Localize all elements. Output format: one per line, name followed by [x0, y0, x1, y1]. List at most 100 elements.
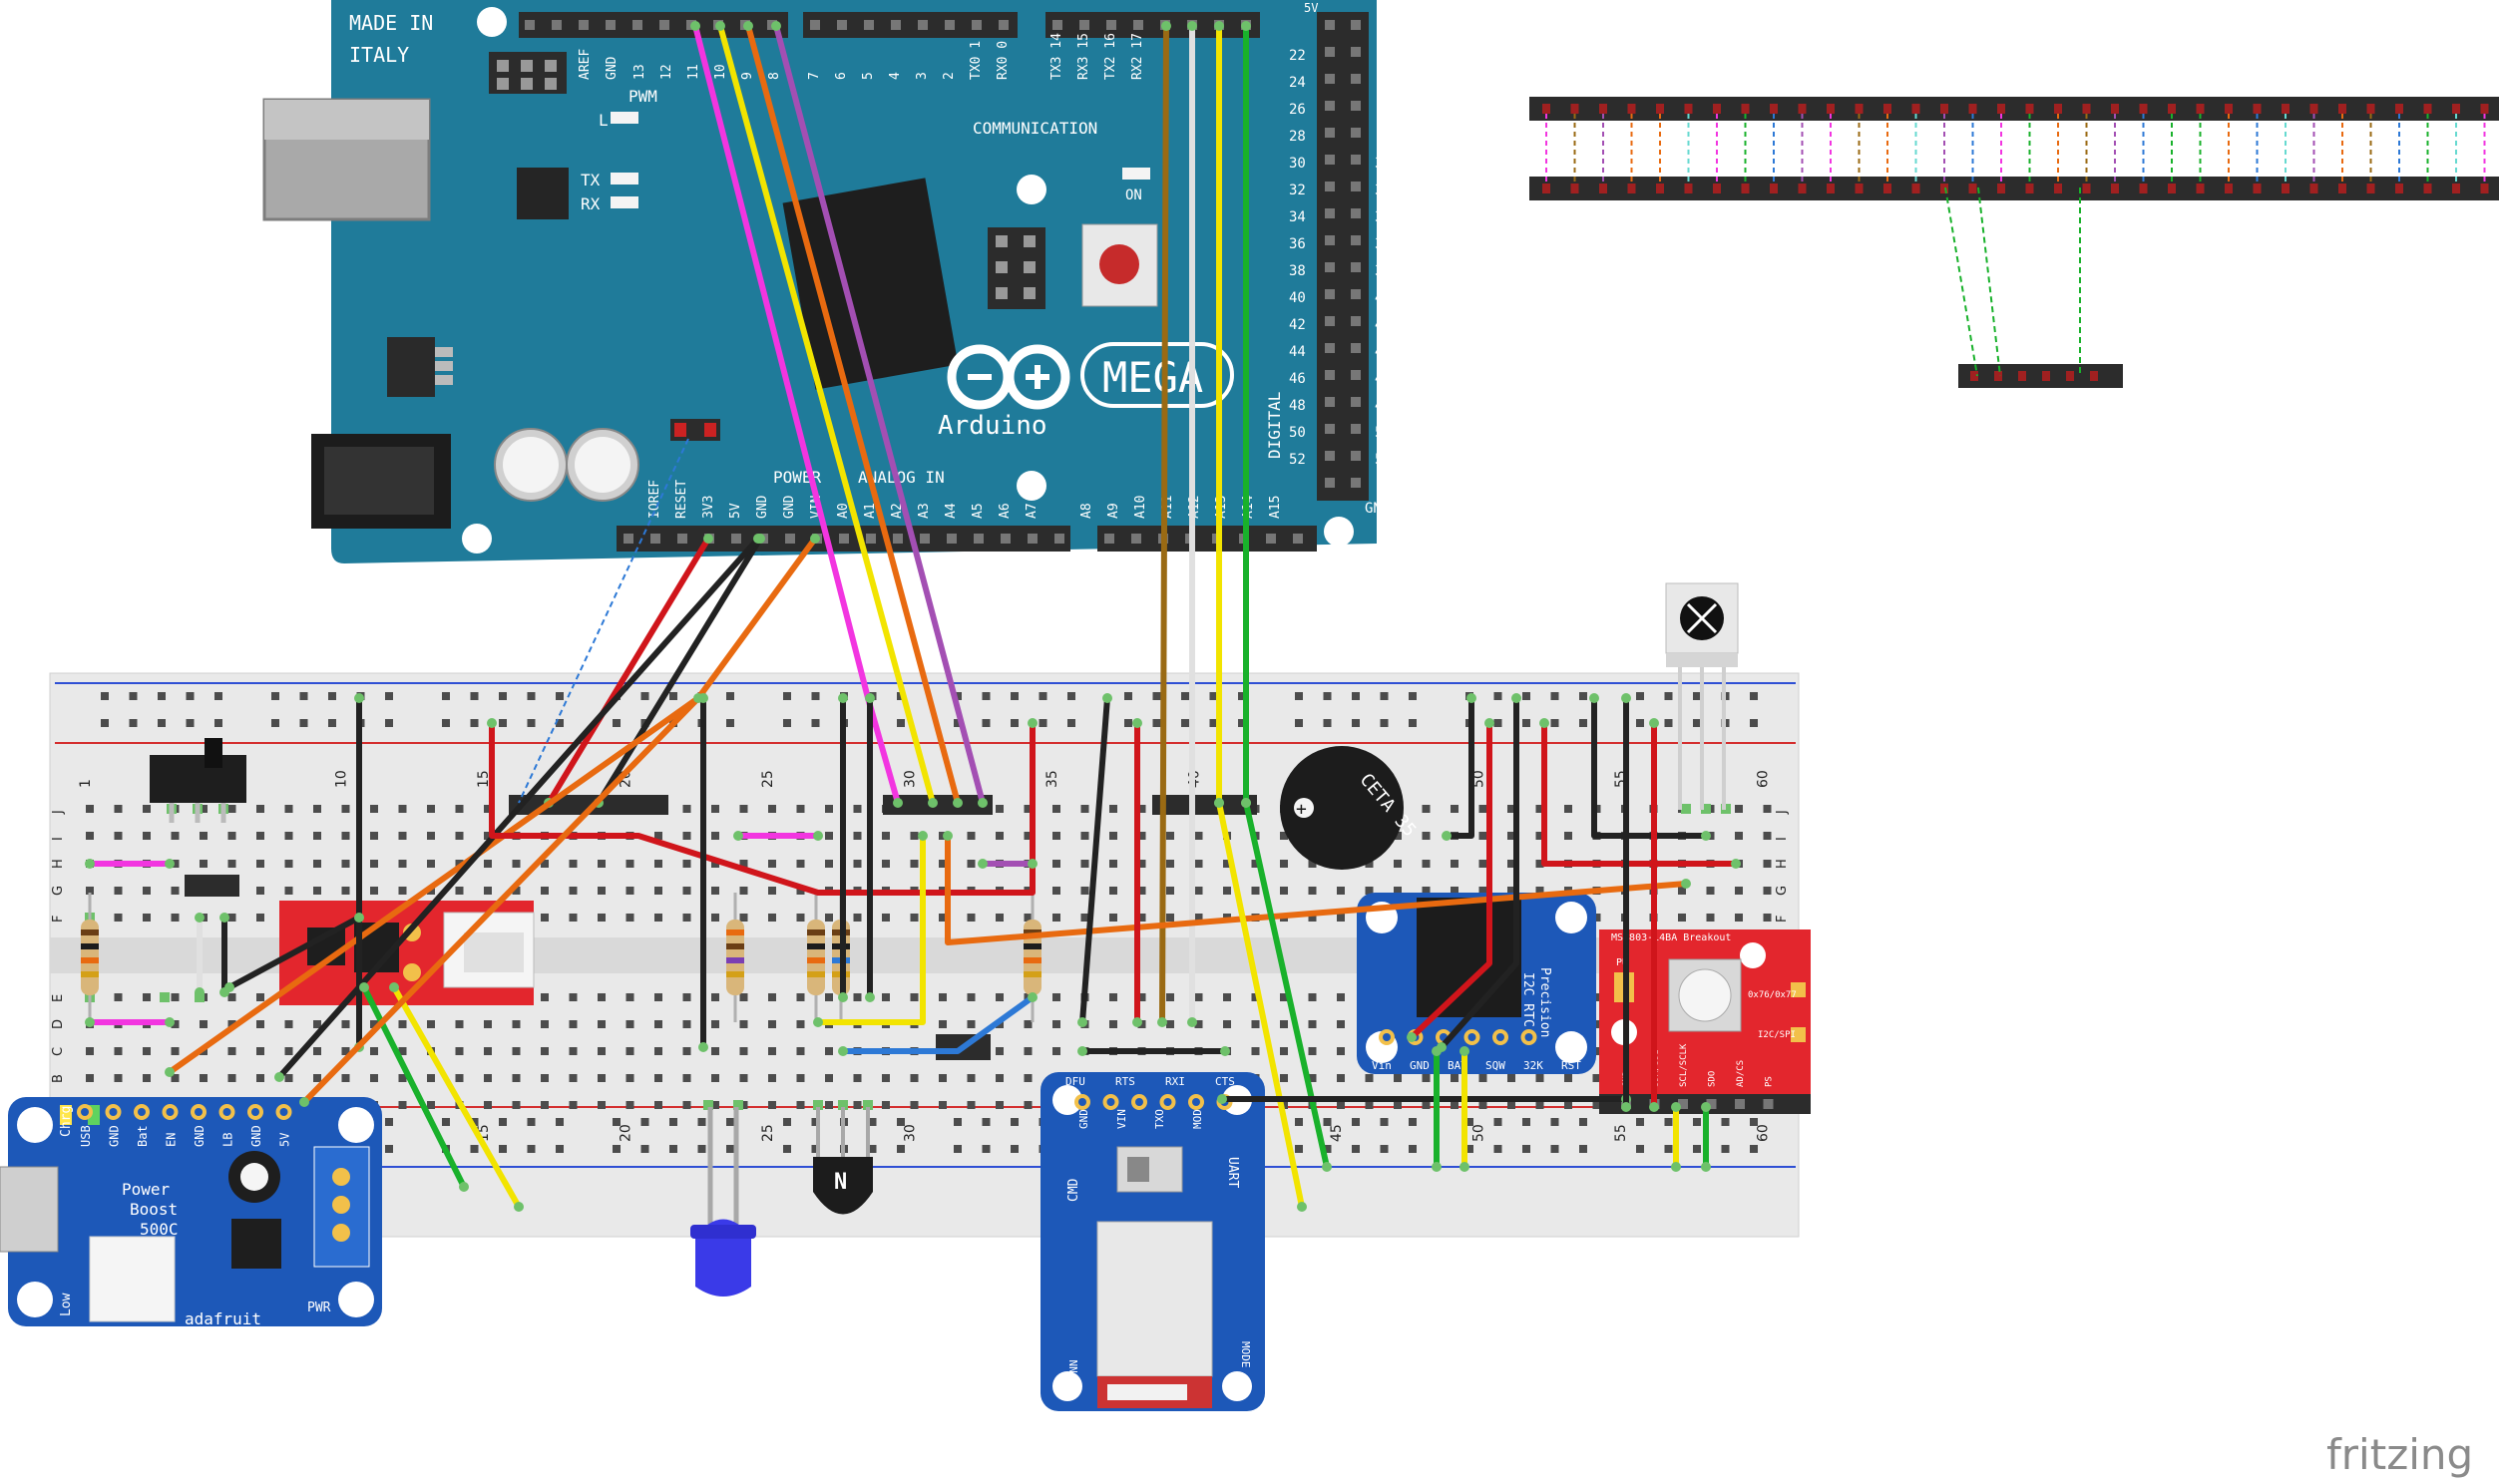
breadboard-hole[interactable]: [1137, 993, 1146, 1001]
breadboard-hole[interactable]: [1251, 1047, 1260, 1055]
breadboard-hole[interactable]: [398, 805, 407, 813]
rail-hole[interactable]: [897, 1118, 905, 1126]
slide-switch[interactable]: [150, 738, 246, 823]
breadboard-hole[interactable]: [625, 1101, 634, 1109]
breadboard-hole[interactable]: [1052, 832, 1060, 840]
icsp-pin[interactable]: [996, 287, 1008, 299]
breadboard-hole[interactable]: [200, 1074, 208, 1082]
breadboard-hole[interactable]: [284, 860, 293, 868]
rail-hole[interactable]: [1579, 692, 1587, 700]
rail-hole[interactable]: [470, 1145, 479, 1153]
breadboard-hole[interactable]: [682, 993, 691, 1001]
breadboard-hole[interactable]: [143, 887, 151, 895]
breadboard-hole[interactable]: [768, 1074, 776, 1082]
header-pin[interactable]: [1325, 424, 1335, 434]
wire-green-to-bluefruit[interactable]: [1243, 800, 1330, 1170]
breadboard-hole[interactable]: [1706, 887, 1715, 895]
rail-hole[interactable]: [499, 719, 507, 727]
breadboard-hole[interactable]: [171, 887, 180, 895]
breadboard-hole[interactable]: [598, 887, 606, 895]
breadboard-hole[interactable]: [541, 860, 549, 868]
rail-hole[interactable]: [1152, 692, 1161, 700]
header-pin[interactable]: [606, 20, 616, 30]
breadboard-hole[interactable]: [341, 1047, 350, 1055]
breadboard-hole[interactable]: [569, 887, 578, 895]
breadboard-hole[interactable]: [484, 805, 492, 813]
breadboard-hole[interactable]: [1280, 1074, 1288, 1082]
rail-hole[interactable]: [697, 1118, 706, 1126]
breadboard-hole[interactable]: [682, 1047, 691, 1055]
breadboard-hole[interactable]: [1109, 805, 1117, 813]
header-pin[interactable]: [1079, 20, 1089, 30]
breadboard-hole[interactable]: [654, 887, 662, 895]
rail-hole[interactable]: [1579, 1118, 1587, 1126]
breadboard-hole[interactable]: [256, 1047, 264, 1055]
rail-hole[interactable]: [1493, 719, 1502, 727]
breadboard-hole[interactable]: [313, 1074, 321, 1082]
breadboard-hole[interactable]: [541, 1020, 549, 1028]
rail-hole[interactable]: [613, 1145, 621, 1153]
rail-hole[interactable]: [783, 719, 791, 727]
rail-hole[interactable]: [1209, 692, 1218, 700]
breadboard-hole[interactable]: [512, 1101, 521, 1109]
breadboard-hole[interactable]: [682, 887, 691, 895]
breadboard-hole[interactable]: [1052, 1020, 1060, 1028]
breadboard-hole[interactable]: [114, 1074, 123, 1082]
breadboard-hole[interactable]: [227, 832, 236, 840]
rail-hole[interactable]: [1011, 1145, 1019, 1153]
breadboard-hole[interactable]: [996, 1101, 1004, 1109]
breadboard-hole[interactable]: [256, 860, 264, 868]
breadboard-hole[interactable]: [512, 860, 521, 868]
breadboard-hole[interactable]: [398, 860, 407, 868]
header-pin[interactable]: [1351, 128, 1361, 138]
breadboard-hole[interactable]: [1763, 860, 1772, 868]
rail-hole[interactable]: [1067, 692, 1075, 700]
breadboard-hole[interactable]: [1422, 887, 1431, 895]
rail-hole[interactable]: [1721, 1118, 1730, 1126]
rail-hole[interactable]: [811, 1118, 820, 1126]
breadboard-hole[interactable]: [625, 914, 634, 922]
breadboard-hole[interactable]: [1535, 832, 1544, 840]
breadboard-hole[interactable]: [284, 832, 293, 840]
rail-hole[interactable]: [1380, 1118, 1389, 1126]
breadboard-hole[interactable]: [114, 993, 123, 1001]
breadboard-hole[interactable]: [853, 860, 862, 868]
wire-yellow-bb[interactable]: [815, 833, 926, 1025]
breadboard-hole[interactable]: [654, 1074, 662, 1082]
rail-hole[interactable]: [1693, 719, 1701, 727]
breadboard-hole[interactable]: [86, 887, 94, 895]
rail-hole[interactable]: [613, 1118, 621, 1126]
breadboard-hole[interactable]: [1735, 887, 1743, 895]
breadboard-hole[interactable]: [1024, 805, 1033, 813]
rail-hole[interactable]: [1238, 719, 1246, 727]
header-pin[interactable]: [1054, 534, 1064, 544]
wire-orange-pin9[interactable]: [745, 23, 961, 806]
rail-hole[interactable]: [1409, 692, 1417, 700]
breadboard-hole[interactable]: [1337, 887, 1345, 895]
rail-hole[interactable]: [1636, 692, 1644, 700]
breadboard-hole[interactable]: [1706, 914, 1715, 922]
breadboard-hole[interactable]: [427, 805, 435, 813]
breadboard-hole[interactable]: [682, 1074, 691, 1082]
breadboard-hole[interactable]: [682, 805, 691, 813]
header-pin[interactable]: [579, 20, 589, 30]
breadboard-hole[interactable]: [313, 1047, 321, 1055]
breadboard-hole[interactable]: [256, 914, 264, 922]
ms5803-pin[interactable]: [1763, 1099, 1774, 1109]
breadboard-hole[interactable]: [484, 832, 492, 840]
breadboard-hole[interactable]: [1080, 832, 1089, 840]
rail-hole[interactable]: [1664, 719, 1673, 727]
breadboard-hole[interactable]: [682, 832, 691, 840]
breadboard-hole[interactable]: [1223, 993, 1231, 1001]
icsp-pin[interactable]: [1024, 287, 1036, 299]
header-pin[interactable]: [1325, 208, 1335, 218]
rail-hole[interactable]: [470, 719, 479, 727]
header-pin[interactable]: [1351, 182, 1361, 191]
breadboard-hole[interactable]: [143, 1047, 151, 1055]
header-pin[interactable]: [1001, 534, 1011, 544]
breadboard-hole[interactable]: [1308, 1047, 1317, 1055]
breadboard-hole[interactable]: [200, 832, 208, 840]
breadboard-hole[interactable]: [1735, 805, 1743, 813]
header-pin[interactable]: [552, 20, 562, 30]
header-pin[interactable]: [1133, 20, 1143, 30]
